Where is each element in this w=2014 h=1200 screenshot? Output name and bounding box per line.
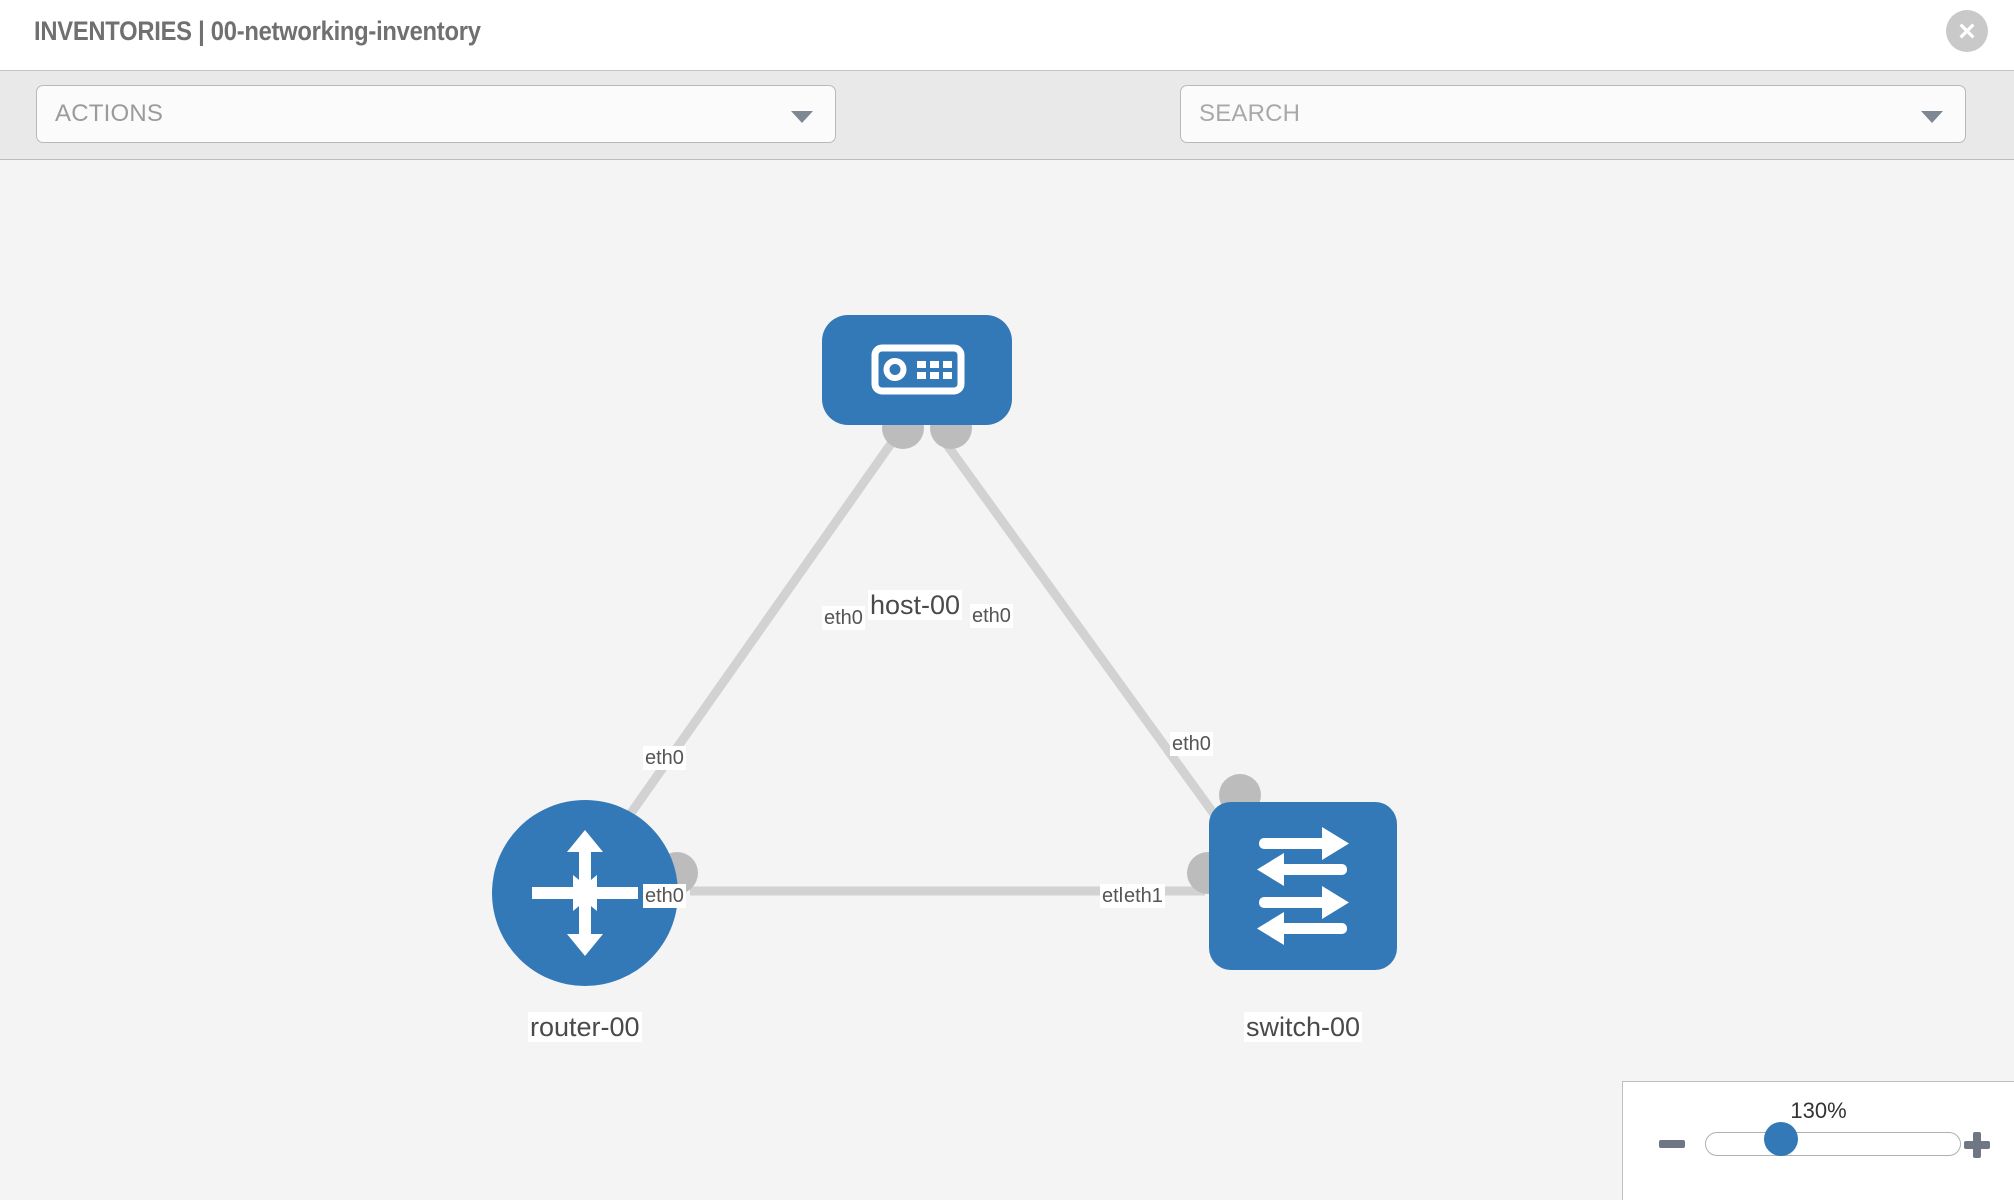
close-icon[interactable]: [1946, 10, 1988, 52]
zoom-control-panel: 130%: [1622, 1081, 2014, 1200]
switch-arrows-icon: [1257, 827, 1349, 945]
iface-label-router-eth0-right: eth0: [643, 884, 686, 908]
iface-label-host-left: eth0: [822, 606, 865, 630]
chevron-down-icon[interactable]: [1921, 111, 1943, 123]
minus-icon[interactable]: [1657, 1130, 1687, 1163]
iface-label-router-eth0-up: eth0: [643, 746, 686, 770]
link-host-switch: [938, 435, 1244, 853]
zoom-slider-thumb[interactable]: [1764, 1122, 1798, 1156]
zoom-percent-label: 130%: [1790, 1098, 1847, 1123]
node-label-router-00: router-00: [528, 1012, 642, 1042]
zoom-slider-track[interactable]: [1705, 1132, 1961, 1156]
actions-dropdown-label: ACTIONS: [55, 100, 164, 127]
chevron-down-icon: [791, 111, 813, 123]
link-host-router: [601, 435, 899, 853]
iface-label-switch-eth0-up: eth0: [1170, 732, 1213, 756]
router-arrows-icon: [532, 830, 638, 956]
page-title: INVENTORIES | 00-networking-inventory: [34, 16, 481, 46]
switch-node-shape[interactable]: [1209, 802, 1397, 970]
host-node-shape[interactable]: [822, 315, 1012, 425]
iface-label-host-right: eth0: [970, 604, 1013, 628]
node-label-switch-00: switch-00: [1244, 1012, 1363, 1042]
search-placeholder: SEARCH: [1199, 100, 1301, 127]
node-label-host-00: host-00: [868, 590, 963, 620]
topology-canvas[interactable]: eth0 host-00 eth0: [0, 160, 2014, 1200]
iface-label-switch-eth1: eth1: [1122, 884, 1165, 908]
search-input[interactable]: SEARCH: [1180, 85, 1966, 143]
actions-dropdown[interactable]: ACTIONS: [36, 85, 836, 143]
server-icon: [871, 344, 965, 395]
plus-icon[interactable]: [1962, 1130, 1992, 1165]
page-header: INVENTORIES | 00-networking-inventory: [0, 0, 2014, 70]
toolbar: ACTIONS SEARCH: [0, 70, 2014, 205]
